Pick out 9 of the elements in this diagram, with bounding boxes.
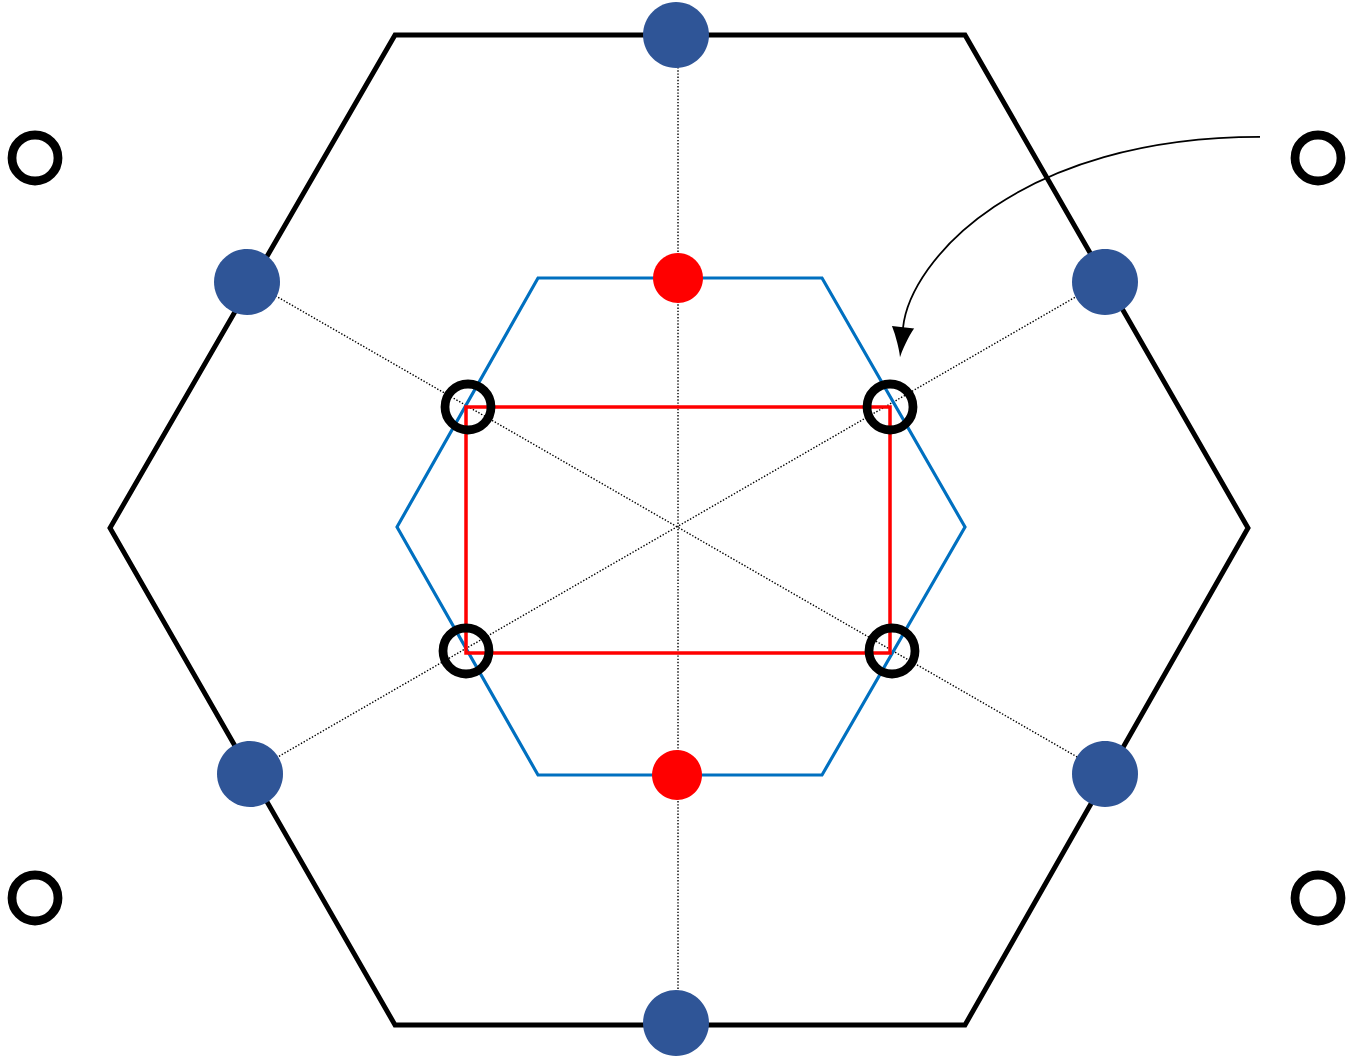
ring [438,623,494,679]
arrow [892,136,1261,355]
ring [1290,130,1346,186]
ring [440,379,496,435]
ring [862,379,918,435]
ring [1290,870,1346,926]
ring [7,870,63,926]
ring [864,623,920,679]
ring [7,130,63,186]
